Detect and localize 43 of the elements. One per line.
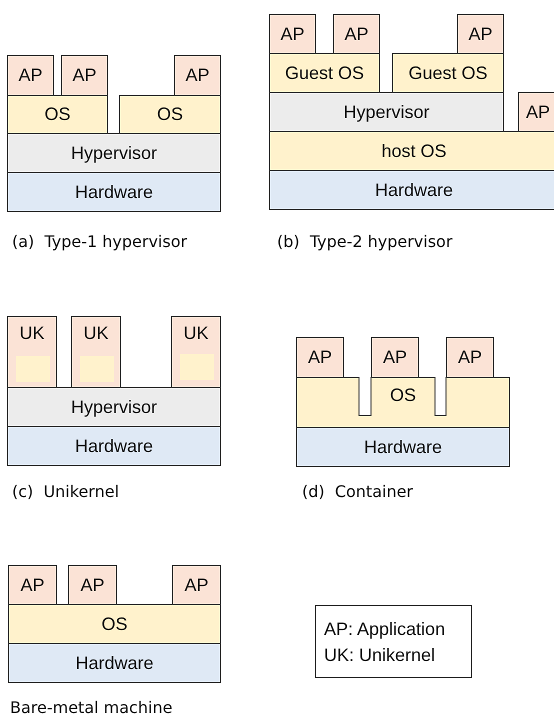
application-box: AP: [269, 14, 316, 54]
application-box: AP: [457, 14, 504, 54]
application-box: AP: [174, 55, 221, 96]
legend-entry: AP: Application: [324, 618, 446, 641]
unikernel-box: [171, 316, 221, 388]
application-box: AP: [8, 565, 57, 605]
os-layer: [296, 377, 510, 428]
hardware-layer: Hardware: [7, 426, 221, 466]
unikernel-label: UK: [19, 323, 44, 344]
os-layer: OS: [7, 95, 108, 134]
os-layer: Guest OS: [269, 53, 380, 93]
application-box: AP: [371, 337, 419, 378]
figure-caption: (a) Type-1 hypervisor: [12, 232, 188, 251]
application-box: AP: [296, 337, 344, 378]
hardware-layer: Hardware: [269, 170, 554, 210]
hardware-layer: Hardware: [7, 172, 221, 212]
figure-caption: (b) Type-2 hypervisor: [277, 232, 452, 251]
unikernel-label: UK: [83, 323, 108, 344]
unikernel-box: [71, 316, 121, 388]
layer-label: OS: [390, 385, 416, 406]
legend-entry: UK: Unikernel: [324, 644, 436, 666]
unikernel-label: UK: [183, 323, 208, 344]
hypervisor-layer: Hypervisor: [7, 133, 221, 173]
application-box: AP: [446, 337, 494, 378]
os-layer: host OS: [269, 131, 554, 171]
unikernel-box: [7, 316, 57, 388]
os-layer: OS: [8, 604, 221, 644]
application-box: AP: [518, 92, 554, 132]
os-layer: Guest OS: [392, 53, 504, 93]
hardware-layer: Hardware: [8, 643, 221, 683]
os-layer: OS: [119, 95, 221, 134]
figure-caption: (d) Container: [302, 482, 413, 501]
application-box: AP: [172, 565, 221, 605]
legend-box: [315, 605, 472, 678]
application-box: AP: [7, 55, 54, 96]
hardware-layer: Hardware: [296, 427, 510, 467]
figure-caption: (c) Unikernel: [12, 482, 120, 501]
hypervisor-layer: Hypervisor: [7, 387, 221, 427]
figure-caption: Bare-metal machine: [10, 698, 172, 717]
hypervisor-layer: Hypervisor: [269, 92, 504, 132]
application-box: AP: [61, 55, 108, 96]
application-box: AP: [333, 14, 380, 54]
application-box: AP: [68, 565, 117, 605]
